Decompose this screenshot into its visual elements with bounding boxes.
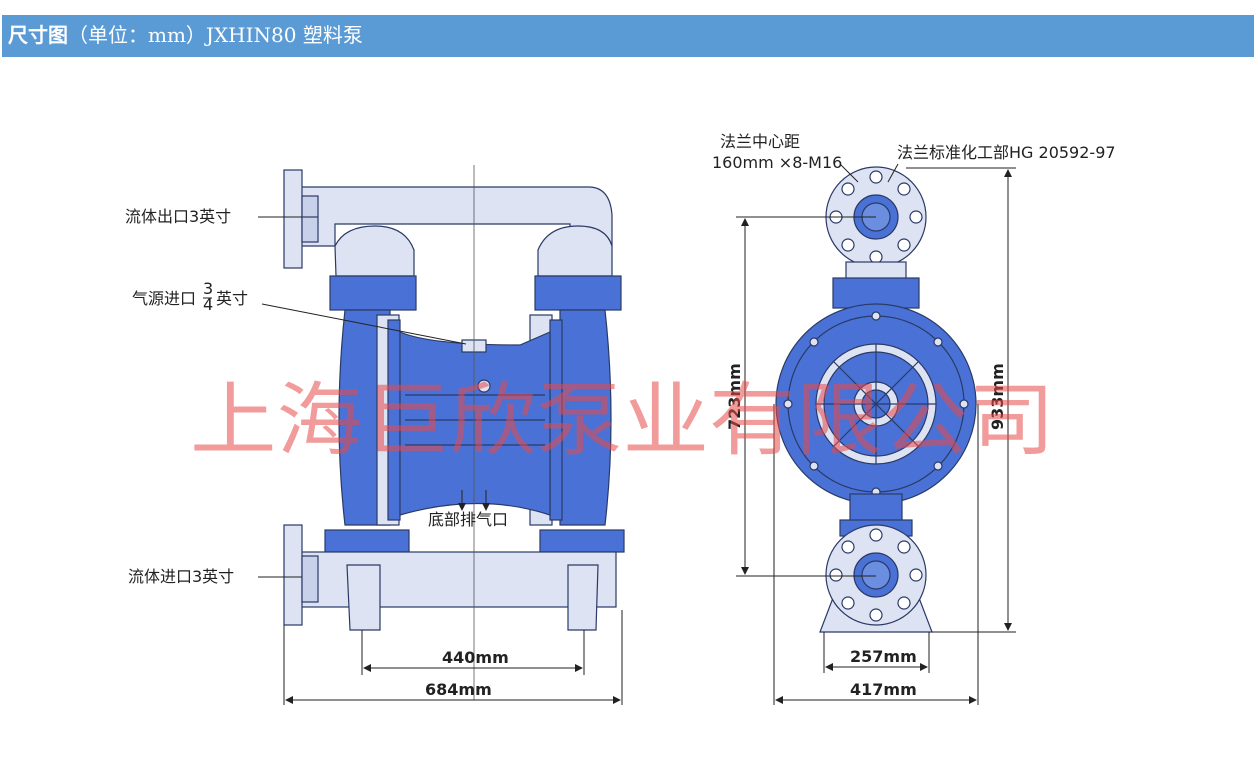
front-view-pump [283,165,625,700]
title-bold: 尺寸图 [8,23,68,47]
air-inlet-label-suffix: 英寸 [216,289,248,308]
exhaust-label: 底部排气口 [428,510,508,529]
flange-spacing-label: 法兰中心距 [720,132,800,151]
inlet-label: 流体进口3英寸 [128,567,234,586]
flange-spec-label: 160mm ×8-M16 [712,153,842,172]
header-bar: 尺寸图（单位：mm）JXHIN80 塑料泵 [2,15,1254,57]
dim-inner-width: 440mm [442,648,509,667]
front-view-annotations: 流体出口3英寸 气源进口 3 4 英寸 底部排气口 流体进口3英寸 440mm … [125,207,623,705]
dim-base-width: 257mm [850,647,917,666]
side-view-pump [775,166,977,633]
title-rest: （单位：mm）JXHIN80 塑料泵 [68,23,363,47]
dim-center-height: 723mm [725,363,744,430]
dim-total-width: 417mm [850,680,917,699]
air-inlet-frac-den: 4 [203,295,213,314]
outlet-label: 流体出口3英寸 [125,207,231,226]
watermark-text: 上海巨欣泵业有限公司 [190,374,1055,467]
dim-total-height: 933mm [988,363,1007,430]
page-title: 尺寸图（单位：mm）JXHIN80 塑料泵 [8,21,363,49]
air-inlet-label-prefix: 气源进口 [132,289,196,308]
flange-standard-label: 法兰标准化工部HG 20592-97 [897,143,1116,162]
air-inlet-frac-num: 3 [203,279,213,298]
side-view-annotations: 法兰中心距 160mm ×8-M16 法兰标准化工部HG 20592-97 72… [712,132,1116,705]
dim-outer-width: 684mm [425,680,492,699]
